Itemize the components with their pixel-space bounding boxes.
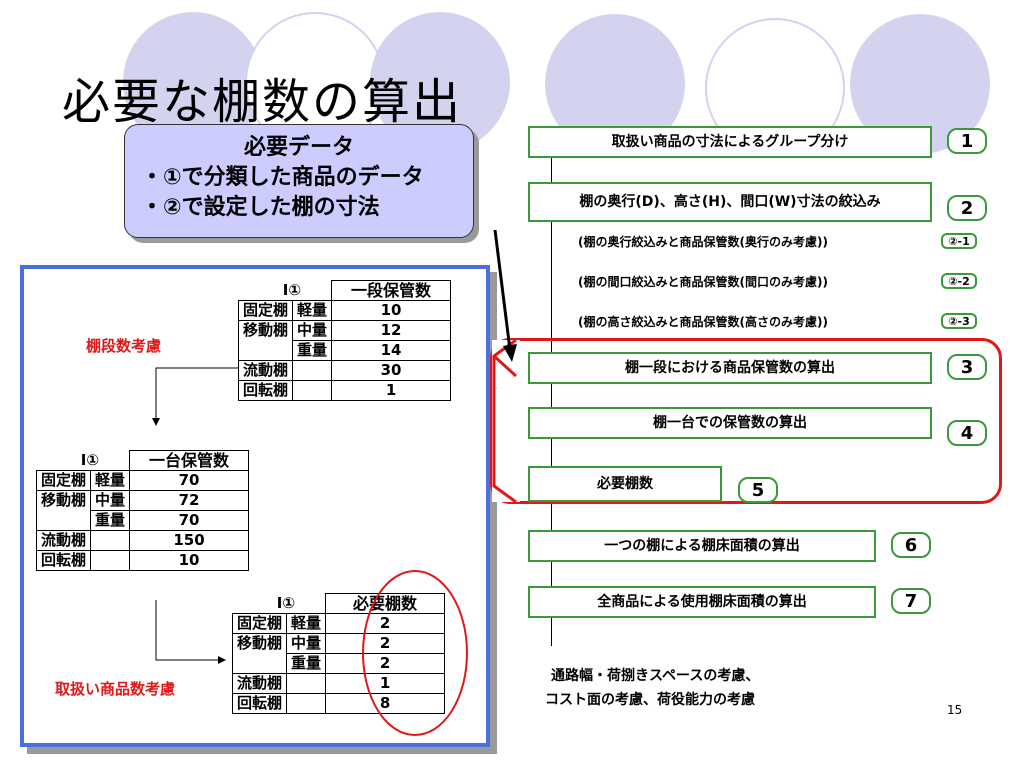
page-number: 15 bbox=[947, 703, 963, 717]
shelf-levels-label: 棚段数考慮 bbox=[86, 337, 162, 355]
shelf-type-cell bbox=[237, 340, 294, 361]
table-header: 一段保管数 bbox=[331, 280, 452, 301]
shelf-type-cell: 流動棚 bbox=[237, 360, 294, 381]
step-4-box: 棚一台での保管数の算出 bbox=[528, 407, 932, 439]
step-label: 一つの棚による棚床面積の算出 bbox=[604, 538, 800, 554]
step-1-box: 取扱い商品の寸法によるグループ分け bbox=[528, 126, 932, 158]
flow-timeline-line bbox=[551, 126, 552, 646]
weight-class-cell: 中量 bbox=[292, 320, 333, 341]
table-corner-label: Ⅰ① bbox=[282, 280, 302, 299]
value-cell: 12 bbox=[331, 320, 452, 341]
table-header: 一台保管数 bbox=[129, 450, 250, 471]
value-cell: 72 bbox=[129, 490, 250, 511]
substep-2-2-number: ②-2 bbox=[941, 273, 977, 289]
highlight-ellipse bbox=[362, 570, 468, 736]
shelf-type-cell bbox=[35, 510, 92, 531]
value-cell: 70 bbox=[129, 470, 250, 491]
step-label: 取扱い商品の寸法によるグループ分け bbox=[611, 134, 849, 150]
weight-class-cell: 重量 bbox=[90, 510, 131, 531]
weight-class-cell: 重量 bbox=[286, 653, 327, 674]
note-line: コスト面の考慮、荷役能力の考慮 bbox=[545, 692, 755, 708]
weight-class-cell bbox=[286, 693, 327, 714]
shelf-type-cell: 固定棚 bbox=[237, 300, 294, 321]
weight-class-cell: 軽量 bbox=[292, 300, 333, 321]
step-5-number: 5 bbox=[738, 477, 778, 503]
required-data-line: ・②で設定した棚の寸法 bbox=[141, 195, 380, 220]
step-4-number: 4 bbox=[947, 420, 987, 446]
step-label: 必要棚数 bbox=[597, 476, 653, 492]
required-data-heading: 必要データ bbox=[243, 135, 354, 160]
value-cell: 1 bbox=[331, 380, 452, 401]
table-header: 必要棚数 bbox=[325, 593, 446, 614]
weight-class-cell: 軽量 bbox=[286, 613, 327, 634]
weight-class-cell: 軽量 bbox=[90, 470, 131, 491]
step-3-box: 棚一段における商品保管数の算出 bbox=[528, 352, 932, 384]
value-cell: 30 bbox=[331, 360, 452, 381]
value-cell: 10 bbox=[129, 550, 250, 571]
step-2-box: 棚の奥行(D)、高さ(H)、間口(W)寸法の絞込み bbox=[528, 182, 932, 222]
weight-class-cell bbox=[292, 380, 333, 401]
weight-class-cell bbox=[90, 530, 131, 551]
shelf-type-cell: 固定棚 bbox=[35, 470, 92, 491]
weight-class-cell: 中量 bbox=[286, 633, 327, 654]
required-data-line: ・①で分類した商品のデータ bbox=[141, 165, 424, 190]
step-label: 全商品による使用棚床面積の算出 bbox=[597, 594, 807, 610]
substep-2-1-label: (棚の奥行絞込みと商品保管数(奥行のみ考慮)) bbox=[578, 235, 828, 249]
shelf-type-cell: 流動棚 bbox=[231, 673, 288, 694]
shelf-type-cell: 固定棚 bbox=[231, 613, 288, 634]
step-6-number: 6 bbox=[891, 532, 931, 558]
weight-class-cell bbox=[286, 673, 327, 694]
shelf-type-cell: 流動棚 bbox=[35, 530, 92, 551]
step-3-number: 3 bbox=[947, 354, 987, 380]
step-label: 棚の奥行(D)、高さ(H)、間口(W)寸法の絞込み bbox=[579, 194, 881, 210]
slide-title: 必要な棚数の算出 bbox=[62, 74, 463, 130]
shelf-type-cell: 回転棚 bbox=[237, 380, 294, 401]
item-count-label: 取扱い商品数考慮 bbox=[55, 680, 176, 698]
weight-class-cell: 重量 bbox=[292, 340, 333, 361]
substep-2-3-number: ②-3 bbox=[941, 313, 977, 329]
value-cell: 10 bbox=[331, 300, 452, 321]
step-7-number: 7 bbox=[891, 588, 931, 614]
value-cell: 8 bbox=[325, 693, 446, 714]
shelf-type-cell bbox=[231, 653, 288, 674]
shelf-unit-capacity-table: Ⅰ① 一台保管数 固定棚 軽量 70 移動棚 中量 72 重量 70 流動棚 1… bbox=[35, 450, 250, 571]
weight-class-cell bbox=[90, 550, 131, 571]
note-line: 通路幅・荷捌きスペースの考慮、 bbox=[551, 668, 760, 684]
shelf-type-cell: 移動棚 bbox=[237, 320, 294, 341]
step-5-box: 必要棚数 bbox=[528, 466, 722, 502]
table-corner-label: Ⅰ① bbox=[80, 450, 100, 469]
weight-class-cell bbox=[292, 360, 333, 381]
value-cell: 14 bbox=[331, 340, 452, 361]
step-1-number: 1 bbox=[947, 128, 987, 154]
shelf-type-cell: 移動棚 bbox=[35, 490, 92, 511]
step-6-box: 一つの棚による棚床面積の算出 bbox=[528, 530, 876, 562]
required-data-box: 必要データ ・①で分類した商品のデータ ・②で設定した棚の寸法 bbox=[124, 124, 474, 238]
value-cell: 150 bbox=[129, 530, 250, 551]
weight-class-cell: 中量 bbox=[90, 490, 131, 511]
connector-arrow bbox=[155, 600, 226, 664]
step-2-number: 2 bbox=[947, 195, 987, 221]
substep-2-1-number: ②-1 bbox=[941, 233, 977, 249]
shelf-level-capacity-table: Ⅰ① 一段保管数 固定棚 軽量 10 移動棚 中量 12 重量 14 流動棚 3… bbox=[237, 280, 452, 401]
shelf-type-cell: 移動棚 bbox=[231, 633, 288, 654]
value-cell: 70 bbox=[129, 510, 250, 531]
substep-2-2-label: (棚の間口絞込みと商品保管数(間口のみ考慮)) bbox=[578, 275, 828, 289]
step-7-box: 全商品による使用棚床面積の算出 bbox=[528, 586, 876, 618]
step-label: 棚一段における商品保管数の算出 bbox=[625, 360, 835, 376]
shelf-type-cell: 回転棚 bbox=[231, 693, 288, 714]
shelf-type-cell: 回転棚 bbox=[35, 550, 92, 571]
step-label: 棚一台での保管数の算出 bbox=[653, 415, 807, 431]
substep-2-3-label: (棚の高さ絞込みと商品保管数(高さのみ考慮)) bbox=[578, 315, 828, 329]
table-corner-label: Ⅰ① bbox=[276, 593, 296, 612]
connector-arrow bbox=[152, 367, 238, 426]
pointer-arrow bbox=[493, 229, 517, 362]
required-shelf-count-table: Ⅰ① 必要棚数 固定棚 軽量 2 移動棚 中量 2 重量 2 流動棚 1 回転棚… bbox=[231, 593, 446, 714]
considerations-note: 通路幅・荷捌きスペースの考慮、 コスト面の考慮、荷役能力の考慮 bbox=[545, 664, 759, 712]
